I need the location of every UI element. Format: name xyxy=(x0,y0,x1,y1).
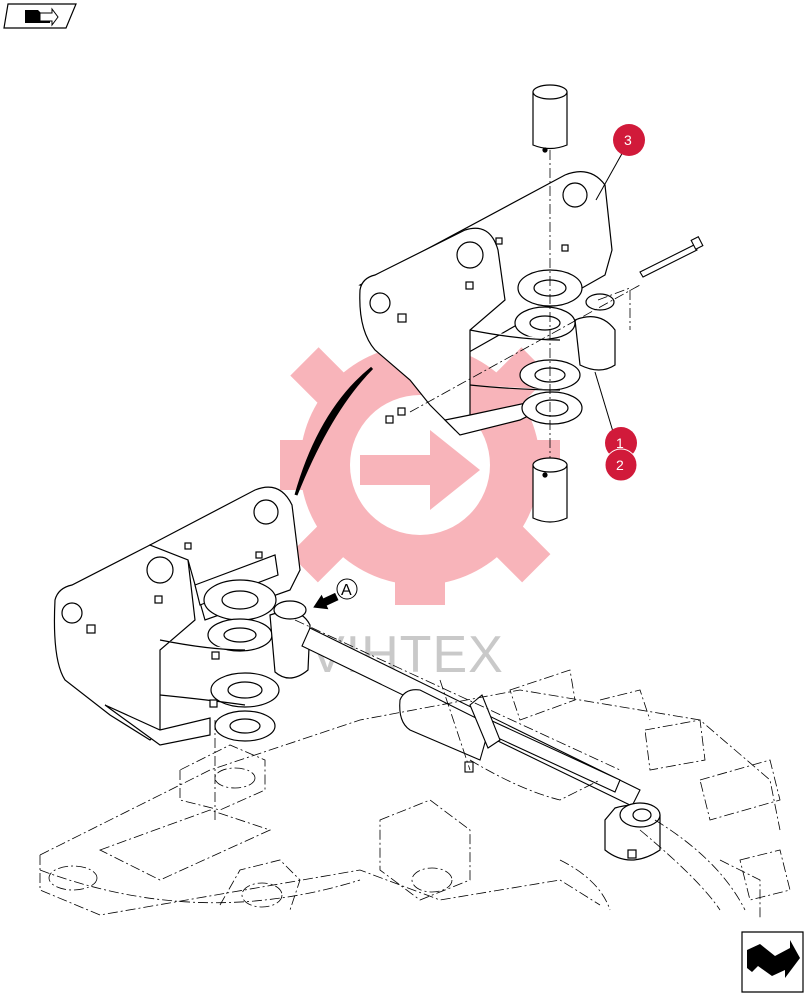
chassis-frame xyxy=(39,619,791,920)
view-a-marker: A xyxy=(313,578,358,610)
upper-bolt xyxy=(639,235,704,278)
cylinder-rear-mount xyxy=(604,802,661,861)
upper-center-lines xyxy=(409,150,641,460)
callout-2-label: 2 xyxy=(616,457,624,473)
view-a-label: A xyxy=(341,582,352,599)
callout-leaders xyxy=(594,149,625,436)
book-arrow-icon[interactable] xyxy=(3,3,77,29)
callout-3-label: 3 xyxy=(624,132,632,148)
callout-2[interactable]: 2 xyxy=(604,448,638,482)
callout-1-label: 1 xyxy=(616,435,624,451)
next-page-arrow-icon[interactable] xyxy=(741,931,804,993)
upper-swing-bracket xyxy=(358,84,616,436)
lower-swing-bracket xyxy=(53,486,311,746)
callout-3[interactable]: 3 xyxy=(613,124,645,156)
upper-lower-pin xyxy=(532,457,568,523)
detail-arrow xyxy=(294,366,374,496)
upper-pin xyxy=(532,84,568,153)
